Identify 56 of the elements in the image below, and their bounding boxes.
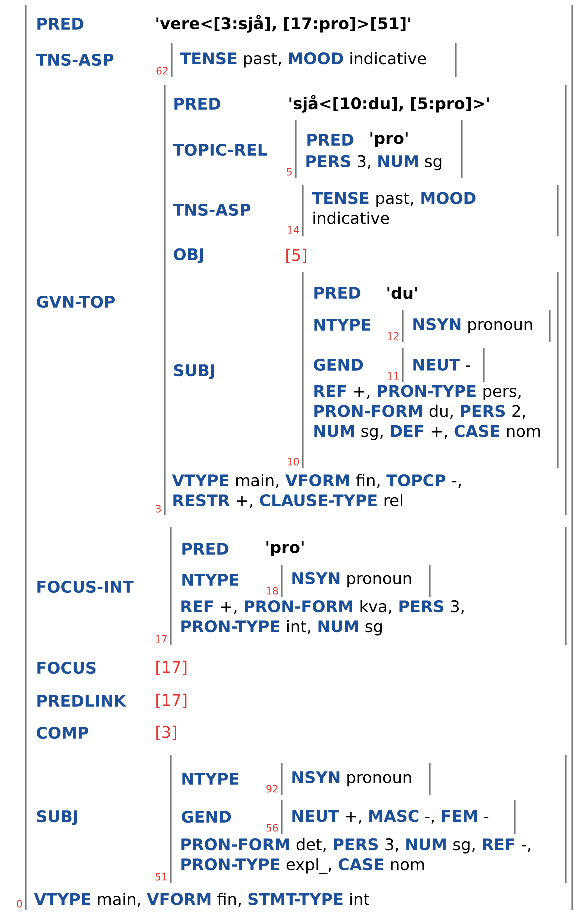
feature-list: NSYN pronoun [292,771,412,787]
attribute-name: PRED [38,18,84,30]
attribute-name: PRED [182,543,229,555]
feature-list: TENSE past, MOOD indicative [312,192,476,224]
attribute-name: FOCUS-INT [38,580,134,594]
feature-list: NEUT +, MASC -, FEM - [292,810,489,824]
attribute-name: NTYPE [182,574,239,586]
structure-index: 62 [156,67,168,75]
attribute-name: NTYPE [182,773,239,785]
feature-list: REF +, PRON-TYPE pers, PRON-FORM du, PERS 2, NUM sg, DEF +, CASE nom [314,385,540,440]
structure-index: 17 [156,636,167,643]
reference-index: [5] [286,248,306,264]
structure-index: 10 [288,458,300,466]
structure-index: 18 [267,587,278,595]
attribute-name: FOCUS [38,662,96,674]
structure-index: 51 [156,873,167,881]
feature-list: VTYPE main, VFORM fin, TOPCP -, RESTR +, CLAUSE-TYPE rel [172,474,461,508]
attribute-name: SUBJ [174,364,214,380]
pred-value: 'vere<[3:sjå], [17:pro]>[51]' [156,15,410,33]
structure-index: 5 [287,168,292,176]
pred-value: 'sjå<[10:du], [5:pro]>' [290,95,490,113]
reference-index: [3] [156,726,176,740]
structure-index: 56 [266,824,278,832]
feature-list: PERS 3, NUM sg [306,155,442,171]
structure-index: 3 [156,505,161,513]
attribute-name: GEND [182,810,232,824]
attribute-name: OBJ [174,248,204,264]
attribute-name: TNS-ASP [36,54,114,66]
feature-list: REF +, PRON-FORM kva, PERS 3, PRON-TYPE int, NUM sg [182,600,464,636]
attribute-name: COMP [37,726,89,740]
feature-list: NSYN pronoun [414,318,532,334]
attribute-name: GVN-TOP [37,296,115,308]
attribute-name: SUBJ [37,810,78,826]
feature-list: NEUT - [414,359,470,371]
pred-value: 'du' [388,286,418,300]
attribute-name: TNS-ASP [173,204,251,216]
feature-list: PRON-FORM det, PERS 3, NUM sg, REF -, PRON-TYPE expl_, CASE nom [182,838,530,874]
pred-value: 'pro' [370,132,408,148]
attribute-name: PRED [314,287,361,299]
attribute-name: PRED [308,134,354,146]
reference-index: [17] [156,660,187,676]
reference-index: [17] [156,694,187,708]
attribute-name: NTYPE [314,319,371,331]
attribute-name: GEND [314,358,364,372]
structure-index: 11 [388,372,399,380]
pred-value: 'pro' [266,542,304,556]
feature-list: VTYPE main, VFORM fin, STMT-TYPE int [34,893,370,908]
attribute-name: TOPIC-REL [173,144,268,156]
feature-list: TENSE past, MOOD indicative [180,52,426,68]
attribute-name: PRED [174,98,221,110]
structure-index: 12 [388,332,399,340]
attribute-name: PREDLINK [38,695,127,707]
structure-index: 0 [17,900,22,908]
feature-list: NSYN pronoun [292,572,412,588]
structure-index: 92 [266,785,278,793]
structure-index: 14 [288,226,300,234]
